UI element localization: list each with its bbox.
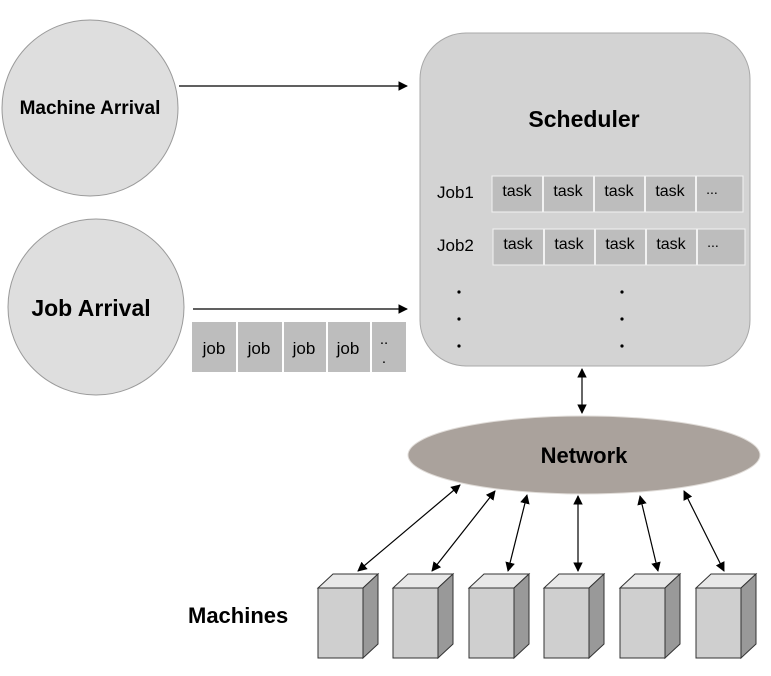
job-queue: job job job job .. . (192, 322, 406, 372)
network-machine-arrow (431, 490, 496, 572)
job-arrival-node (7, 218, 185, 396)
task-label: task (553, 183, 583, 200)
job2-task-row: task task task task ... (492, 228, 746, 266)
task-label: task (604, 183, 634, 200)
task-label: task (655, 183, 685, 200)
task-overflow: ... (706, 181, 718, 197)
network-machine-arrow (683, 490, 725, 572)
network-machine-links (357, 484, 725, 572)
job-queue-cell (284, 322, 326, 372)
task-label: task (502, 183, 532, 200)
machine-cube (467, 572, 531, 660)
machine-arrival-node (1, 19, 179, 197)
job-queue-label: job (292, 339, 316, 358)
job-queue-overflow: .. (380, 331, 388, 348)
machine-cube (316, 572, 380, 660)
task-label: task (656, 236, 686, 253)
machine-cube (542, 572, 606, 660)
job2-label: Job2 (437, 236, 474, 255)
machine-arrival-label: Machine Arrival (20, 98, 161, 119)
network-machine-arrow (505, 494, 530, 572)
network-machine-arrow (357, 484, 461, 572)
job-queue-cell (238, 322, 282, 372)
job1-label: Job1 (437, 183, 474, 202)
job-queue-label: job (336, 339, 360, 358)
job-queue-label: job (202, 339, 226, 358)
task-label: task (605, 236, 635, 253)
more-tasks-dots (620, 290, 624, 348)
network-machine-arrow (637, 495, 661, 572)
job-queue-overflow-dot: . (382, 350, 386, 367)
job-arrival-label: Job Arrival (31, 295, 150, 321)
task-label: task (554, 236, 584, 253)
task-cell (492, 228, 746, 266)
task-overflow: ... (707, 234, 719, 250)
network-node (407, 415, 761, 495)
machines-label: Machines (188, 603, 288, 628)
job-queue-cell (192, 322, 236, 372)
job-queue-label: job (247, 339, 271, 358)
machine-cube (618, 572, 682, 660)
machine-cube (694, 572, 758, 660)
network-label: Network (541, 443, 629, 468)
job1-task-row: task task task task ... (491, 175, 744, 213)
machine-cube (391, 572, 455, 660)
scheduler-label: Scheduler (528, 106, 639, 132)
more-jobs-dots (457, 290, 461, 348)
task-label: task (503, 236, 533, 253)
task-cell (491, 175, 744, 213)
job-queue-cell (328, 322, 370, 372)
job-queue-cell (372, 322, 406, 372)
